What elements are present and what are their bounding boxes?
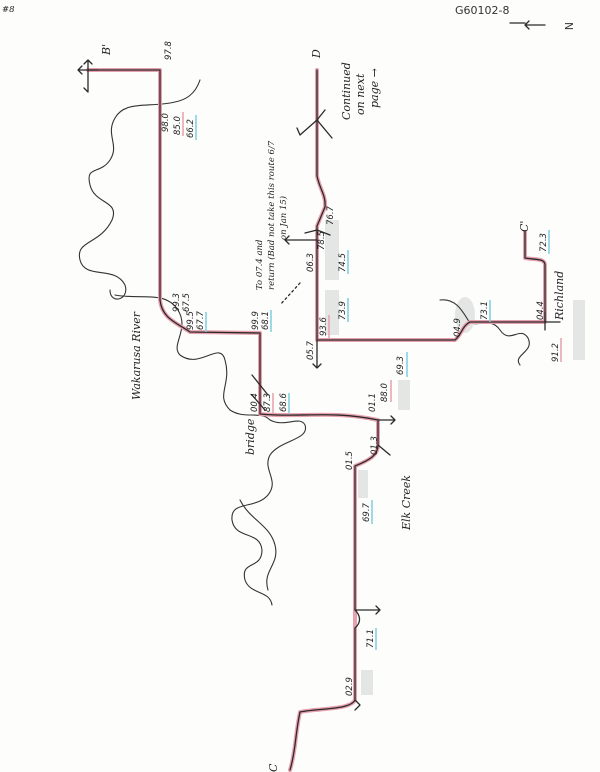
- mileage-label: 69.3: [396, 356, 406, 375]
- point-d: D: [310, 49, 323, 59]
- mileage-label: 67.7: [196, 310, 206, 330]
- shading: [325, 220, 585, 695]
- town-label: Richland: [553, 271, 566, 321]
- north-label: N: [562, 22, 575, 30]
- mileage-label: 66.2: [186, 119, 196, 138]
- sheet-id: G60102-8: [455, 4, 509, 17]
- detour-note: To 07.4 and return (Bad not take this ro…: [255, 140, 289, 290]
- mileage-label: 68.1: [261, 311, 271, 330]
- continued-note-line: Continued: [340, 62, 353, 120]
- mileage-label: 76.7: [326, 205, 336, 225]
- mileage-label: 01.5: [345, 451, 355, 470]
- point-b-prime: B': [100, 44, 113, 56]
- bridge-label: bridge: [244, 418, 257, 455]
- mileage-label: 00.4: [250, 393, 260, 412]
- wakarusa-river: [78, 79, 306, 606]
- mileage-label: 04.9: [453, 318, 463, 337]
- mileage-label: 78.5: [317, 231, 327, 250]
- mileage-label: 73.1: [480, 301, 490, 320]
- page-mark: #8: [2, 5, 15, 15]
- mileage-labels: 97.8 98.0 85.0 66.2 99.3 67.5 99.5 67.7 …: [161, 40, 562, 696]
- river-label: Wakarusa River: [130, 311, 143, 400]
- mileage-label: 91.2: [551, 343, 561, 362]
- north-arrow: N: [524, 20, 575, 30]
- mileage-label: 99.5: [186, 311, 196, 330]
- mileage-label: 98.0: [161, 113, 171, 132]
- mileage-label: 72.3: [539, 233, 549, 252]
- detour-note-line: on Jan 15): [278, 196, 289, 240]
- continued-note: Continued on next page →: [340, 62, 381, 120]
- mileage-label: 85.0: [173, 116, 183, 135]
- continued-note-line: on next: [354, 73, 367, 115]
- mileage-label: 93.6: [319, 316, 329, 336]
- mileage-label: 02.9: [345, 677, 355, 696]
- point-c-prime: C': [518, 221, 531, 232]
- mileage-label: 67.5: [182, 293, 192, 312]
- elk-creek: [439, 299, 530, 366]
- mileage-label: 74.5: [338, 253, 348, 272]
- roads: [77, 22, 561, 771]
- mileage-label: 71.1: [366, 629, 376, 648]
- mileage-label: 01.3: [370, 436, 380, 455]
- point-c: C: [267, 763, 280, 772]
- mileage-label: 69.7: [362, 502, 372, 522]
- mileage-label: 68.6: [279, 392, 289, 412]
- creek-label: Elk Creek: [400, 475, 413, 531]
- mileage-label: 05.7: [306, 340, 316, 360]
- mileage-label: 99.3: [172, 293, 182, 312]
- mileage-label: 01.1: [368, 393, 378, 412]
- continued-note-line: page →: [368, 68, 381, 108]
- mileage-label: 99.9: [251, 311, 261, 330]
- mileage-label: 97.8: [164, 40, 174, 60]
- mileage-label: 88.0: [380, 383, 390, 402]
- mileage-label: 04.4: [536, 301, 546, 320]
- mileage-label: 87.3: [263, 393, 273, 412]
- mileage-label: 73.9: [338, 301, 348, 320]
- mileage-label: 06.3: [306, 253, 316, 272]
- detour-note-line: return (Bad not take this route 6/7: [266, 140, 277, 290]
- detour-note-line: To 07.4 and: [255, 239, 265, 290]
